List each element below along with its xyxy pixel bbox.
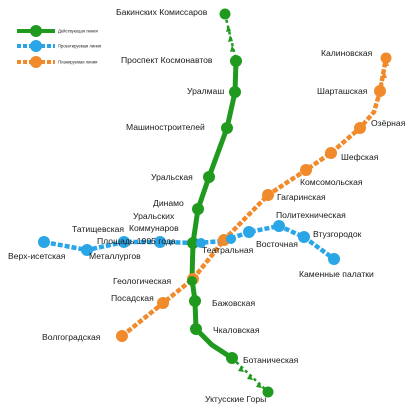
station-kalinovskaya-dot[interactable] bbox=[380, 52, 392, 64]
legend-operating-label: Действующая линия bbox=[58, 29, 98, 34]
green-arrow-north-2 bbox=[228, 35, 233, 42]
green-arrow-south-1 bbox=[238, 366, 244, 372]
station-ploshchad-1905-dot[interactable] bbox=[154, 236, 166, 248]
station-uralmash-dot[interactable] bbox=[229, 86, 241, 98]
label-botanicheskaya: Ботаническая bbox=[243, 355, 299, 365]
label-ploshchad-1905: Площадь 1905 года bbox=[97, 236, 176, 246]
green-arrow-north-3 bbox=[230, 45, 235, 52]
orange-arrow-2 bbox=[381, 70, 387, 78]
label-uralmash: Уралмаш bbox=[187, 86, 224, 96]
station-kamennye-palatki-dot[interactable] bbox=[328, 253, 340, 265]
legend-projected-dot bbox=[30, 40, 42, 52]
station-volgogradskaya-dot[interactable] bbox=[116, 330, 128, 342]
station-uralskaya-dot[interactable] bbox=[203, 171, 215, 183]
label-shefskaya: Шефская bbox=[341, 152, 379, 162]
label-kamennye-palatki: Каменные палатки bbox=[299, 269, 374, 279]
legend: Действующая линия Проектируемая линия Пл… bbox=[17, 25, 101, 68]
label-teatralnaya: Театральная bbox=[202, 245, 254, 255]
label-kalinovskaya: Калиновская bbox=[321, 48, 373, 58]
label-vtuzgorodok: Втузгородок bbox=[313, 229, 362, 239]
station-botanicheskaya-dot[interactable] bbox=[226, 352, 238, 364]
label-dinamo: Динамо bbox=[153, 198, 184, 208]
label-shartashskaya: Шарташская bbox=[317, 86, 368, 96]
station-shartashskaya-dot[interactable] bbox=[374, 85, 386, 97]
orange-line-route bbox=[120, 57, 389, 338]
label-metallurgov: Металлургов bbox=[89, 251, 141, 261]
transfer-ploshchad-blue[interactable] bbox=[196, 238, 206, 248]
label-bazhovskaya: Бажовская bbox=[212, 298, 255, 308]
green-line-extension-north bbox=[223, 13, 238, 61]
legend-planned-dot bbox=[30, 56, 42, 68]
station-bazhovskaya-dot[interactable] bbox=[189, 295, 201, 307]
label-kosmonavtov: Проспект Космонавтов bbox=[121, 55, 213, 65]
label-gagarinskaya: Гагаринская bbox=[277, 192, 326, 202]
transfer-geologicheskaya-green[interactable] bbox=[187, 276, 197, 286]
label-posadskaya: Посадская bbox=[111, 293, 154, 303]
label-volgogradskaya: Волгоградская bbox=[42, 332, 101, 342]
legend-planned-label: Планируемая линия bbox=[58, 60, 97, 65]
station-shefskaya-dot[interactable] bbox=[325, 147, 337, 159]
green-arrow-south-3 bbox=[256, 382, 262, 388]
label-politekhnicheskaya: Политехническая bbox=[276, 210, 346, 220]
label-uralskikh-1: Уральских bbox=[133, 211, 175, 221]
station-kosmonavtov-dot[interactable] bbox=[230, 55, 242, 67]
station-uktusskie-dot[interactable] bbox=[262, 386, 274, 398]
label-verkh-isetskaya: Верх-исетская bbox=[8, 251, 66, 261]
label-geologicheskaya: Геологическая bbox=[113, 276, 172, 286]
legend-operating-dot bbox=[30, 25, 42, 37]
label-uralskikh-2: Коммунаров bbox=[129, 223, 179, 233]
label-chkalovskaya: Чкаловская bbox=[213, 325, 260, 335]
legend-projected-label: Проектируемая линия bbox=[58, 44, 101, 49]
station-vtuzgorodok-dot[interactable] bbox=[298, 231, 310, 243]
station-tatishchevskaya-dot[interactable] bbox=[81, 244, 93, 256]
station-vostochnaya-dot[interactable] bbox=[243, 226, 255, 238]
label-komsomolskaya: Комсомольская bbox=[300, 177, 363, 187]
label-uralskaya: Уральская bbox=[151, 172, 193, 182]
transfer-teatralnaya-blue[interactable] bbox=[226, 234, 236, 244]
station-mashinostroiteley-dot[interactable] bbox=[221, 122, 233, 134]
station-politekhnicheskaya-dot[interactable] bbox=[273, 220, 285, 232]
blue-stations bbox=[38, 220, 340, 265]
station-verkh-isetskaya-dot[interactable] bbox=[38, 236, 50, 248]
station-labels: Бакинских Комиссаров Проспект Космонавто… bbox=[8, 7, 406, 404]
station-gagarinskaya-dot[interactable] bbox=[262, 189, 274, 201]
label-mashinostroiteley: Машиностроителей bbox=[126, 122, 205, 132]
label-tatishchevskaya: Татищевская bbox=[72, 224, 124, 234]
station-bakinskikh-dot[interactable] bbox=[219, 8, 231, 20]
green-arrow-north-1 bbox=[226, 25, 231, 32]
label-uktusskie: Уктусские Горы bbox=[205, 394, 266, 404]
orange-stations bbox=[116, 52, 392, 342]
label-vostochnaya: Восточная bbox=[256, 239, 298, 249]
label-ozernaya: Озёрная bbox=[371, 118, 406, 128]
blue-line-route bbox=[43, 223, 336, 261]
transfer-stations bbox=[187, 234, 236, 286]
station-metallurgov-dot[interactable] bbox=[118, 236, 130, 248]
station-chkalovskaya-dot[interactable] bbox=[190, 323, 202, 335]
green-stations bbox=[189, 8, 274, 398]
station-ozernaya-dot[interactable] bbox=[354, 122, 366, 134]
station-komsomolskaya-dot[interactable] bbox=[300, 164, 312, 176]
station-dinamo-dot[interactable] bbox=[192, 203, 204, 215]
label-bakinskikh: Бакинских Комиссаров bbox=[116, 7, 208, 17]
green-arrow-south-2 bbox=[247, 374, 253, 380]
transfer-ploshchad-green[interactable] bbox=[187, 237, 199, 249]
station-posadskaya-dot[interactable] bbox=[157, 297, 169, 309]
